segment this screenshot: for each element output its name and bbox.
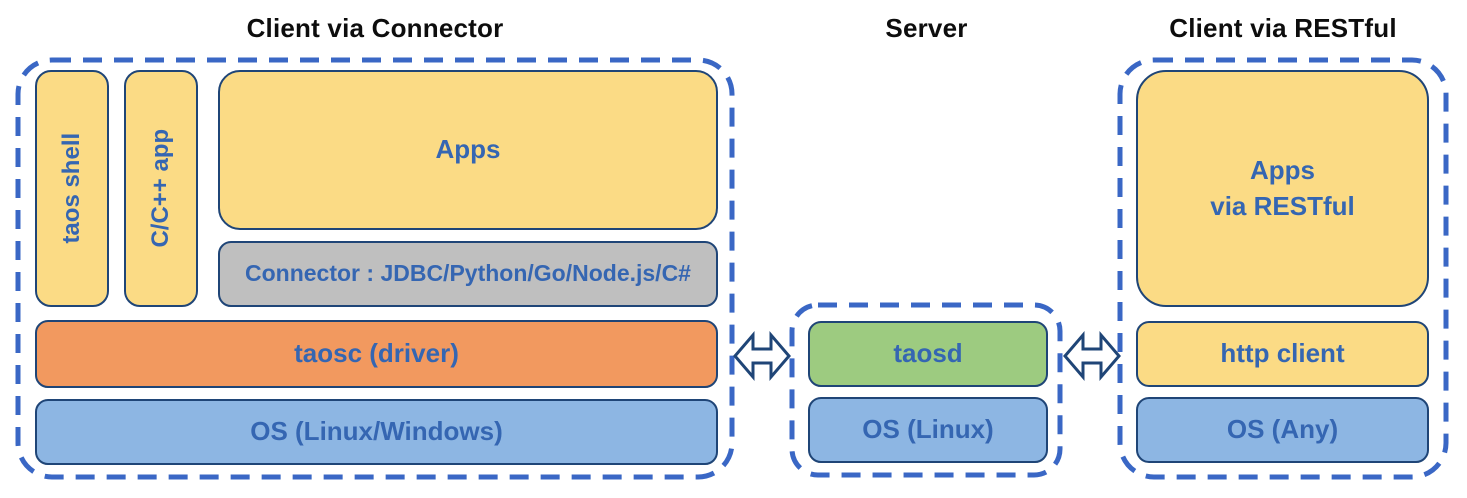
server-dashed-border bbox=[789, 302, 1063, 478]
client-connector-dashed-border bbox=[15, 57, 735, 480]
apps-box: Apps bbox=[218, 70, 718, 230]
bidirectional-arrow-icon bbox=[1063, 330, 1121, 382]
section-title-client-connector: Client via Connector bbox=[246, 13, 504, 43]
taos-shell-label: taos shell bbox=[57, 133, 85, 244]
connector-box: Connector : JDBC/Python/Go/Node.js/C# bbox=[218, 241, 718, 307]
os-any-box: OS (Any) bbox=[1136, 397, 1429, 463]
os-linux-windows-box: OS (Linux/Windows) bbox=[35, 399, 718, 465]
taosd-box: taosd bbox=[808, 321, 1048, 387]
taosc-driver-box: taosc (driver) bbox=[35, 320, 718, 388]
bidirectional-arrow-icon bbox=[733, 330, 791, 382]
http-client-box: http client bbox=[1136, 321, 1429, 387]
client-restful-dashed-border bbox=[1117, 57, 1449, 480]
section-title-server: Server bbox=[885, 13, 968, 43]
cpp-app-box: C/C++ app bbox=[124, 70, 198, 307]
apps-via-restful-box: Apps via RESTful bbox=[1136, 70, 1429, 307]
section-title-client-restful: Client via RESTful bbox=[1169, 13, 1397, 43]
os-linux-box: OS (Linux) bbox=[808, 397, 1048, 463]
cpp-app-label: C/C++ app bbox=[146, 129, 174, 248]
taos-shell-box: taos shell bbox=[35, 70, 109, 307]
